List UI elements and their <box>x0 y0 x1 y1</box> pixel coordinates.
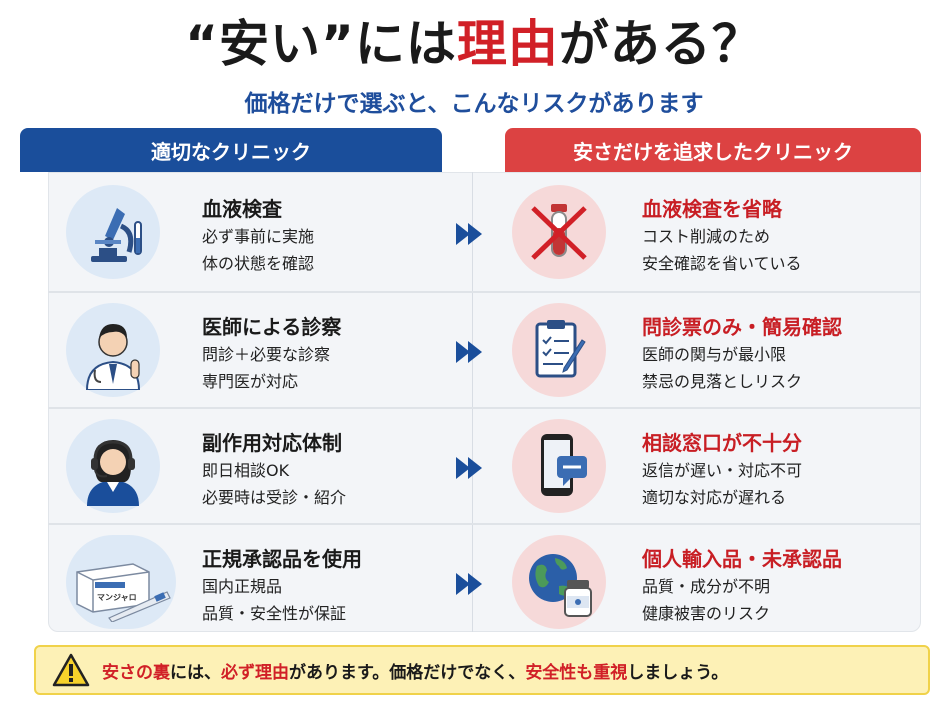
comparison-panel <box>48 172 921 632</box>
arrow-right-icon <box>456 573 482 595</box>
left-heading: 副作用対応体制 <box>202 431 342 455</box>
right-heading: 相談窓口が不十分 <box>642 431 802 455</box>
footer-emphasis: 安全性も重視 <box>525 662 628 683</box>
box-label: マンジャロ <box>97 593 137 602</box>
row-separator <box>48 407 921 409</box>
arrow-right-icon <box>456 341 482 363</box>
page-subtitle: 価格だけで選ぶと、こんなリスクがあります <box>244 91 704 117</box>
left-line: 品質・安全性が保証 <box>202 604 347 623</box>
arrow-right-icon <box>456 457 482 479</box>
right-heading: 血液検査を省略 <box>642 197 782 221</box>
column-divider <box>472 172 473 632</box>
left-line: 専門医が対応 <box>202 372 299 391</box>
comparison-row-consultation: 医師による診察 問診＋必要な診察 専門医が対応 問診票のみ・簡易確認 医師の関与… <box>48 293 921 408</box>
right-line: 品質・成分が不明 <box>642 577 771 596</box>
row-separator <box>48 523 921 525</box>
footer-warning: 安さの裏には、必ず理由があります。価格だけでなく、安全性も重視しましょう。 <box>34 645 930 695</box>
left-line: 即日相談OK <box>202 461 290 480</box>
microscope-icon <box>66 185 160 279</box>
support-operator-icon <box>66 419 160 513</box>
comparison-row-approved-products: マンジャロ 正規承認品を使用 国内正規品 品質・安全性が保証 個人輸入品・未承認… <box>48 525 921 640</box>
left-heading: 血液検査 <box>202 197 282 221</box>
footer-emphasis: 安さの裏 <box>102 662 170 683</box>
arrow-right-icon <box>456 223 482 245</box>
footer-text: 安さの裏には、必ず理由があります。価格だけでなく、安全性も重視しましょう。 <box>102 658 728 683</box>
doctor-icon <box>66 303 160 397</box>
column-header-cheap: 安さだけを追求したクリニック <box>505 128 921 172</box>
right-line: 医師の関与が最小限 <box>642 345 787 364</box>
footer-plain: しましょう。 <box>627 662 729 683</box>
page-title: “安い”には理由がある？ <box>0 12 948 76</box>
left-line: 国内正規品 <box>202 577 283 596</box>
right-line: 安全確認を省いている <box>642 254 802 273</box>
left-heading: 医師による診察 <box>202 315 342 339</box>
comparison-row-side-effects: 副作用対応体制 即日相談OK 必要時は受診・紹介 相談窓口が不十分 返信が遅い・… <box>48 409 921 524</box>
left-line: 必要時は受診・紹介 <box>202 488 347 507</box>
right-line: 適切な対応が遅れる <box>642 488 787 507</box>
title-close: がある？ <box>558 15 763 73</box>
left-line: 問診＋必要な診察 <box>202 345 331 364</box>
clipboard-pen-icon <box>512 303 606 397</box>
right-heading: 問診票のみ・簡易確認 <box>642 315 842 339</box>
left-heading: 正規承認品を使用 <box>202 547 362 571</box>
footer-plain: があります。価格だけでなく、 <box>289 662 526 683</box>
crossed-test-tube-icon <box>512 185 606 279</box>
footer-plain: には、 <box>170 662 221 683</box>
left-line: 体の状態を確認 <box>202 254 315 273</box>
warning-icon <box>52 653 90 687</box>
column-header-appropriate: 適切なクリニック <box>20 128 442 172</box>
right-line: 健康被害のリスク <box>642 604 771 623</box>
footer-emphasis: 必ず理由 <box>221 662 289 683</box>
smartphone-chat-icon <box>512 419 606 513</box>
right-line: 返信が遅い・対応不可 <box>642 461 803 480</box>
row-separator <box>48 291 921 293</box>
right-line: 禁忌の見落としリスク <box>642 372 803 391</box>
title-accent: 理由 <box>456 15 559 73</box>
medicine-box-pen-icon: マンジャロ <box>66 535 176 629</box>
title-open: “安い”には <box>185 15 457 73</box>
right-heading: 個人輸入品・未承認品 <box>642 547 842 571</box>
comparison-row-blood-test: 血液検査 必ず事前に実施 体の状態を確認 血液検査を省略 コスト削減のため 安全… <box>48 175 921 290</box>
globe-vial-icon <box>512 535 606 629</box>
right-line: コスト削減のため <box>642 227 771 246</box>
left-line: 必ず事前に実施 <box>202 227 315 246</box>
